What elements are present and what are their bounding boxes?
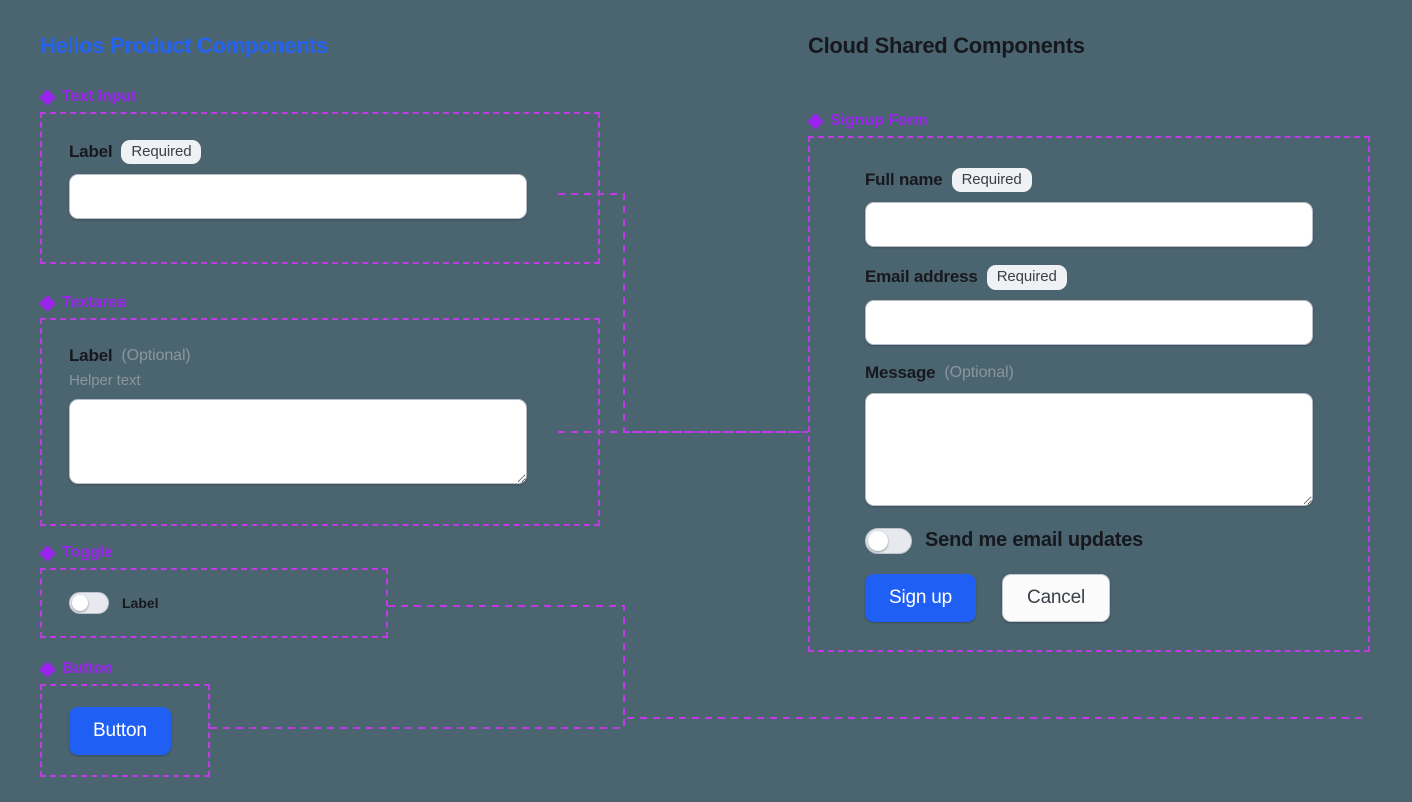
required-badge: Required <box>986 265 1067 290</box>
toggle-switch[interactable] <box>69 592 109 614</box>
optional-note: (Optional) <box>121 347 191 364</box>
diamond-cluster-icon <box>40 89 55 105</box>
form-field-full-name: Full name Required <box>865 168 1313 248</box>
cancel-button[interactable]: Cancel <box>1002 573 1110 622</box>
right-panel-title: Cloud Shared Components <box>808 33 1085 58</box>
section-name-signup-form: Signup Form <box>830 112 928 129</box>
component-section-toggle: Toggle Label <box>40 544 600 638</box>
component-box-textarea: Label (Optional) Helper text <box>40 318 600 526</box>
left-panel-title: Helios Product Components <box>40 33 329 58</box>
left-panel: Helios Product Components Text Input Lab… <box>40 0 640 777</box>
section-name-text-input: Text Input <box>62 88 137 105</box>
diamond-cluster-icon <box>40 545 55 561</box>
field-label: Full name <box>865 170 943 190</box>
component-box-signup-form: Full name Required Email address Require… <box>808 136 1370 652</box>
helper-text: Helper text <box>69 372 141 389</box>
field-label-row: Full name Required <box>865 168 1313 193</box>
form-field-message: Message (Optional) <box>865 363 1313 506</box>
textarea-field[interactable] <box>69 399 527 484</box>
email-updates-toggle-row: Send me email updates <box>865 527 1313 554</box>
diamond-cluster-icon <box>40 661 55 677</box>
required-badge: Required <box>121 140 202 165</box>
email-updates-label: Send me email updates <box>925 529 1144 551</box>
section-header-signup-form: Signup Form <box>808 112 1370 130</box>
section-header-toggle: Toggle <box>40 544 600 562</box>
field-label: Label <box>69 346 113 365</box>
signup-button-row: Sign up Cancel <box>865 573 1313 622</box>
text-input-field[interactable] <box>69 174 527 220</box>
form-field-email-address: Email address Required <box>865 265 1313 345</box>
field-label-row: Message (Optional) <box>865 363 1313 383</box>
demo-button[interactable]: Button <box>69 706 171 755</box>
field-label: Label <box>69 142 113 162</box>
diamond-cluster-icon <box>808 113 823 129</box>
email-address-input[interactable] <box>865 299 1313 345</box>
toggle-row: Label <box>69 592 159 614</box>
full-name-input[interactable] <box>865 202 1313 248</box>
email-updates-toggle[interactable] <box>865 527 912 554</box>
component-box-button: Button <box>40 684 210 777</box>
field-label-row: Label Required <box>69 140 571 165</box>
component-box-text-input: Label Required <box>40 112 600 264</box>
component-section-textarea: Textarea Label (Optional) Helper text <box>40 294 600 526</box>
toggle-knob <box>72 595 88 611</box>
section-name-textarea: Textarea <box>62 294 126 311</box>
field-label-row: Email address Required <box>865 265 1313 290</box>
toggle-label: Label <box>122 595 159 611</box>
diamond-cluster-icon <box>40 295 55 311</box>
section-header-textarea: Textarea <box>40 294 600 312</box>
component-box-toggle: Label <box>40 568 388 638</box>
toggle-knob <box>868 530 888 551</box>
section-header-text-input: Text Input <box>40 88 600 106</box>
component-section-text-input: Text Input Label Required <box>40 88 600 264</box>
field-label-row: Label (Optional) <box>69 346 571 366</box>
component-section-button: Button Button <box>40 660 600 777</box>
optional-note: (Optional) <box>944 363 1014 381</box>
required-badge: Required <box>951 168 1032 193</box>
section-header-button: Button <box>40 660 600 678</box>
section-name-toggle: Toggle <box>62 544 113 561</box>
section-name-button: Button <box>62 660 113 677</box>
sign-up-button[interactable]: Sign up <box>865 573 977 622</box>
field-label: Email address <box>865 267 978 287</box>
right-panel: Cloud Shared Components Signup Form <box>808 0 1388 652</box>
field-label: Message <box>865 362 936 382</box>
message-textarea[interactable] <box>865 392 1313 506</box>
component-section-signup-form: Signup Form Full name Required Email add… <box>808 112 1370 652</box>
